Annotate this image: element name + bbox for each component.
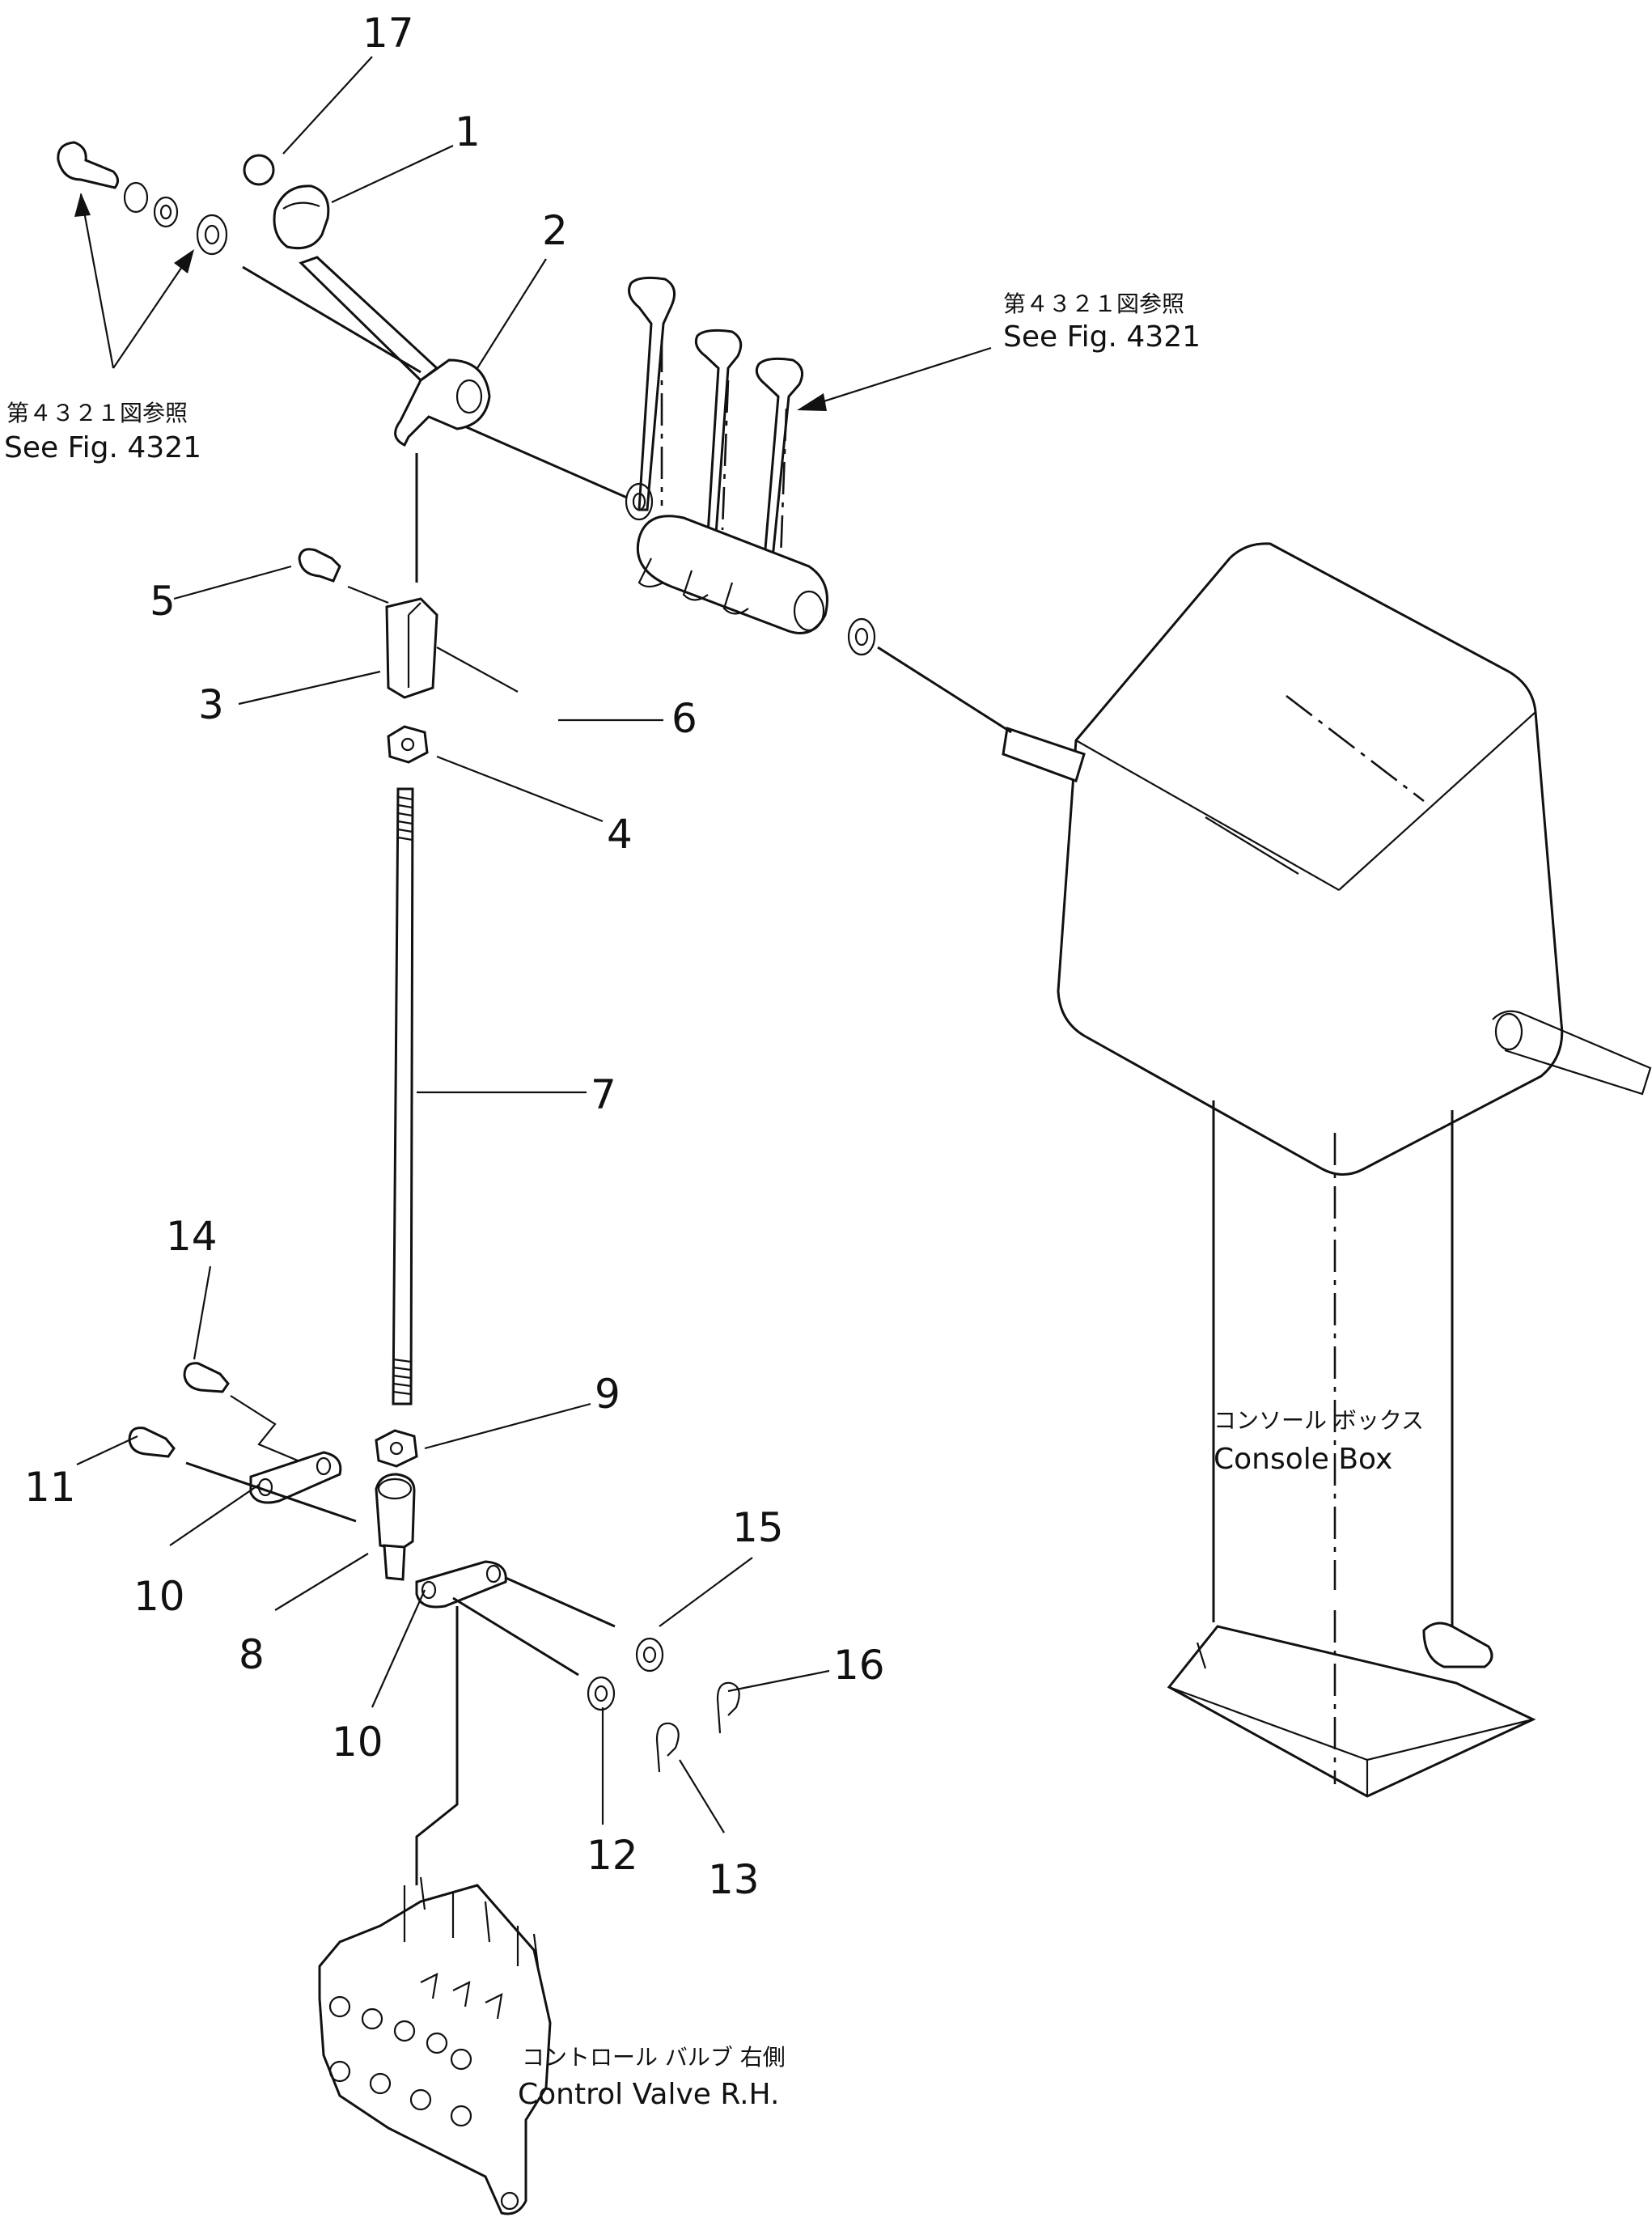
control-valve: [318, 1876, 552, 2215]
callout-5: 5: [150, 578, 176, 625]
see-fig-left-ja: 第４３２１図参照: [6, 400, 188, 426]
callout-9: 9: [595, 1371, 621, 1418]
callout-2: 2: [542, 207, 568, 254]
console-box: [1002, 542, 1652, 1798]
callout-8: 8: [239, 1631, 265, 1678]
callout-3: 3: [198, 681, 224, 728]
lever-assembly: [460, 276, 1012, 734]
lever-part-2: [242, 256, 491, 447]
control-valve-label-ja: コントロール バルブ 右側: [522, 2044, 786, 2071]
see-fig-right-en: See Fig. 4321: [1003, 320, 1201, 354]
console-box-label-ja: コンソール ボックス: [1214, 1407, 1424, 1434]
callout-11: 11: [24, 1464, 76, 1511]
callout-14: 14: [166, 1213, 218, 1260]
console-box-label-en: Console Box: [1214, 1443, 1392, 1476]
see-fig-right-ja: 第４３２１図参照: [1003, 290, 1184, 317]
callout-12: 12: [587, 1832, 638, 1879]
callout-16: 16: [833, 1642, 885, 1689]
leader-lines: [74, 56, 992, 1834]
knob-part-1: [273, 184, 330, 250]
callout-10-right: 10: [332, 1719, 383, 1766]
link-left-part-10: [128, 1362, 357, 1523]
callout-15: 15: [732, 1504, 784, 1551]
see-fig-left-en: See Fig. 4321: [4, 431, 201, 464]
callout-4: 4: [607, 811, 633, 858]
reference-labels: 第４３２１図参照 See Fig. 4321 第４３２１図参照 See Fig.…: [4, 290, 1424, 2111]
callout-17: 17: [362, 10, 414, 57]
callout-1: 1: [455, 108, 481, 155]
rod-assembly: [298, 453, 519, 1581]
ball-part-17: [243, 154, 275, 186]
callout-6: 6: [671, 695, 697, 742]
callout-numbers: 17 1 2 5 3 6 4 7 14 11 9 10 8 15 16 10 1…: [24, 10, 885, 1903]
top-left-hardware: [57, 141, 330, 256]
callout-10-left: 10: [133, 1573, 185, 1620]
link-right-part-10: [415, 1560, 740, 1885]
control-valve-label-en: Control Valve R.H.: [518, 2078, 779, 2111]
callout-7: 7: [591, 1071, 616, 1118]
callout-13: 13: [708, 1856, 760, 1903]
